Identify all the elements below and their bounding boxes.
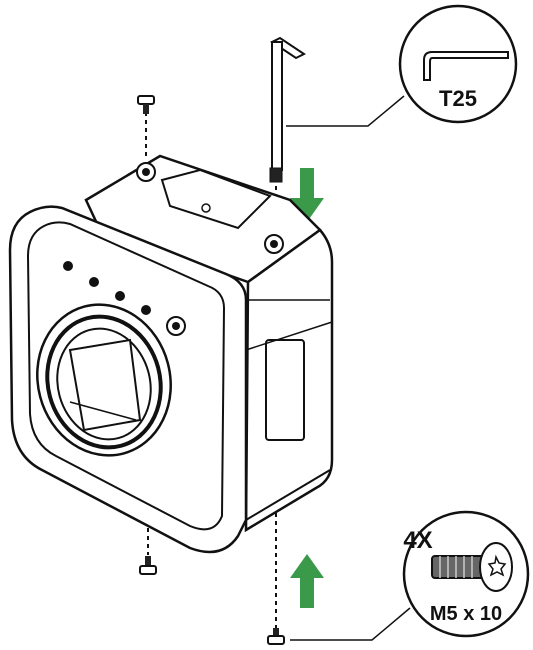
screw-quantity: 4X — [403, 527, 432, 554]
screw-leader-line — [290, 607, 411, 641]
tool-callout: T25 — [286, 4, 518, 127]
torx-screw-icon — [431, 542, 513, 592]
torx-key-icon — [423, 51, 509, 81]
screw-icon — [267, 628, 285, 645]
screw-icon — [137, 95, 155, 114]
screw-icon — [139, 556, 157, 575]
screw-callout: 4X M5 x 10 — [290, 510, 530, 641]
tool-label: T25 — [439, 86, 477, 111]
up-arrow-icon — [290, 554, 324, 608]
camera-body — [8, 154, 334, 554]
tool-callout-circle — [398, 4, 518, 124]
tool-leader-line — [286, 95, 405, 127]
hex-key-tool — [269, 36, 306, 183]
screw-size-label: M5 x 10 — [430, 603, 502, 625]
